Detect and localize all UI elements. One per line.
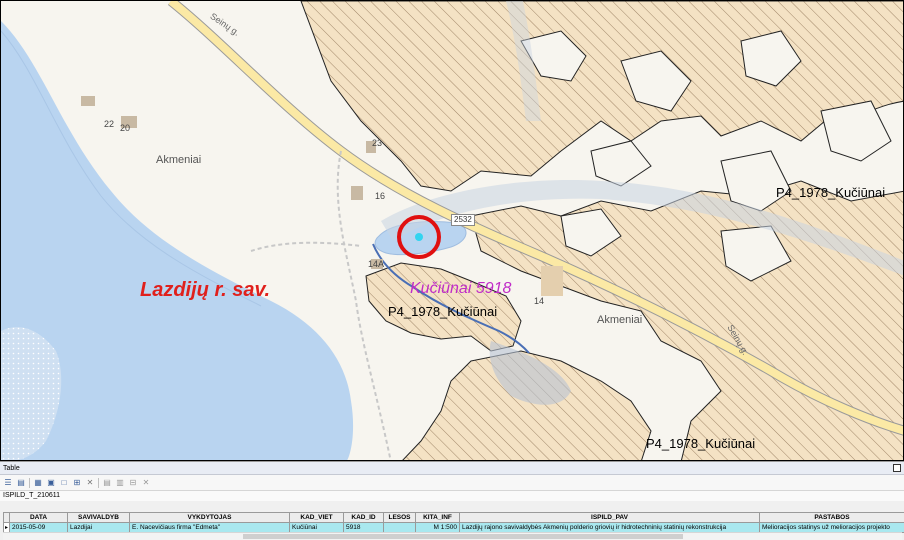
table-tab[interactable]: ISPILD_T_210611 [0,491,904,501]
house-number: 16 [375,191,386,201]
lake-area [1,21,354,460]
table-cell[interactable]: E. Nacevičiaus firma "Edmeta" [129,522,290,533]
table-cell[interactable]: Lazdijų rajono savivaldybės Akmenių pold… [459,522,760,533]
wetland-area [1,327,62,460]
table-cell[interactable]: 2015-05-09 [9,522,68,533]
column-header[interactable]: KITA_INF [415,512,460,523]
select-by-attributes-icon[interactable]: ▦ [34,478,42,487]
valley-band [506,1,541,121]
building [121,116,137,128]
map-view[interactable]: Seinų g. Seinų g. 2532 22 20 23 16 14A 1… [0,0,904,461]
table-header-row: DATA SAVIVALDYB VYKDYTOJAS KAD_VIET KAD_… [3,512,904,523]
column-header[interactable]: KAD_VIET [289,512,344,523]
settlement-label: Akmeniai [156,154,202,166]
house-number: 23 [372,138,383,148]
main-road [168,1,903,435]
building [81,96,95,106]
table-options-icon[interactable]: ☰ [4,478,12,487]
table-cell[interactable]: M 1:500 [415,522,460,533]
maximize-icon[interactable] [893,464,901,472]
clearing-4 [590,140,652,187]
building [541,266,563,296]
lake-shore-inner [1,30,262,307]
table-cell[interactable]: Melioracijos statinys už melioracijos pr… [759,522,904,533]
column-header[interactable]: VYKDYTOJAS [129,512,290,523]
map-canvas [1,1,903,460]
zoom-to-selected-icon[interactable]: ⊞ [73,478,81,487]
table-cell[interactable] [383,522,416,533]
close-icon[interactable]: ✕ [142,478,150,487]
parcel-label: P4_1978_Kučiūnai [646,436,756,451]
delete-selected-icon[interactable]: ✕ [86,478,94,487]
parcel-label: P4_1978_Kučiūnai [388,304,498,319]
house-number: 14 [534,296,545,306]
house-number: 22 [104,119,115,129]
clearing-3 [740,30,802,87]
toolbar-separator [98,477,99,488]
table-cell[interactable]: Kučiūnai [289,522,344,533]
building [366,141,376,153]
table-toolbar: ☰ ▤ ▦ ▣ □ ⊞ ✕ ▤ ▥ ⊟ ✕ [0,475,904,491]
column-header[interactable]: DATA [9,512,68,523]
site-label: Kučiūnai 5918 [410,280,512,297]
paste-icon[interactable]: ▥ [116,478,124,487]
table-cell[interactable]: Lazdijai [67,522,130,533]
floodplain-band-south [489,341,571,405]
toolbar-separator [29,477,30,488]
building [371,259,383,269]
parcel-label: P4_1978_Kučiūnai [776,185,886,200]
switch-selection-icon[interactable]: ▣ [47,478,55,487]
clearing-6 [820,100,892,162]
track-road [250,241,362,252]
horizontal-scrollbar[interactable] [3,532,902,540]
clearing-1 [520,30,587,82]
attribute-table: DATA SAVIVALDYB VYKDYTOJAS KAD_VIET KAD_… [3,512,904,533]
building [351,186,363,200]
side-road [336,150,392,460]
floodplain-band [381,180,903,276]
clearing-7 [560,208,622,257]
related-tables-icon[interactable]: ▤ [17,478,25,487]
table-panel-title: Table [3,464,20,472]
scrollbar-thumb[interactable] [243,534,683,539]
copy-icon[interactable]: ▤ [103,478,111,487]
field-calc-icon[interactable]: ⊟ [129,478,137,487]
clearing-2 [620,50,692,112]
table-cell[interactable]: 5918 [343,522,384,533]
location-point [415,233,423,241]
clear-selection-icon[interactable]: □ [61,478,67,487]
column-header[interactable]: ISPILD_PAV [459,512,760,523]
table-panel-header: Table [0,462,904,475]
column-header[interactable]: SAVIVALDYB [67,512,130,523]
ditch-line [372,243,530,354]
column-header[interactable]: LESOS [383,512,416,523]
road-number-badge: 2532 [451,214,475,226]
table-row[interactable]: ▸ 2015-05-09 Lazdijai E. Nacevičiaus fir… [3,522,904,533]
column-header[interactable]: PASTABOS [759,512,904,523]
settlement-label: Akmeniai [597,314,643,326]
house-number: 14A [368,259,385,269]
column-header[interactable]: KAD_ID [343,512,384,523]
location-ring [397,215,441,259]
house-number: 20 [120,123,131,133]
clearing-5 [720,150,792,212]
parcel-south [402,350,652,460]
attribute-table-panel: Table ☰ ▤ ▦ ▣ □ ⊞ ✕ ▤ ▥ ⊟ ✕ ISPILD_T_210… [0,461,904,540]
municipality-label: Lazdijų r. sav. [140,279,271,301]
